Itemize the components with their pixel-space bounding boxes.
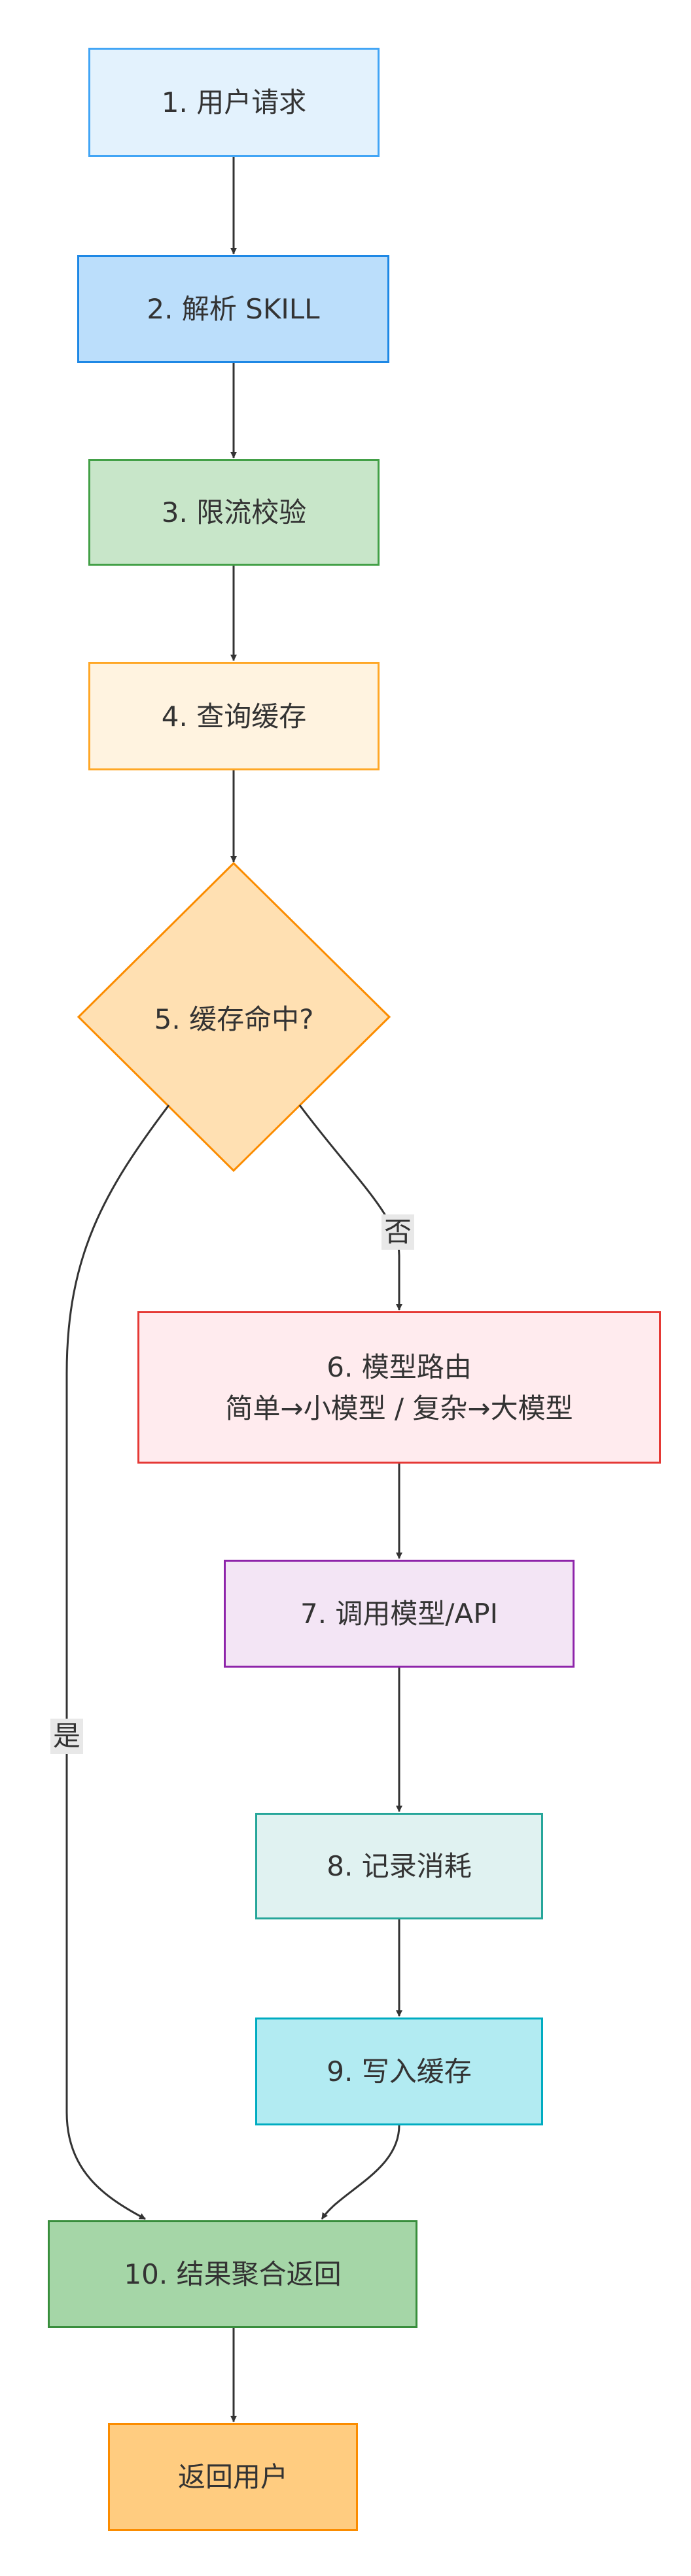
node-label-line: 4. 查询缓存 <box>161 700 307 732</box>
edge-n9-n10 <box>321 2125 400 2220</box>
node-label-line: 10. 结果聚合返回 <box>124 2258 342 2290</box>
node-label-line: 返回用户 <box>177 2461 288 2493</box>
node-label-line: 5. 缓存命中? <box>154 1003 314 1035</box>
node-return-to-user: 返回用户 <box>108 2423 358 2531</box>
node-label-line: 2. 解析 SKILL <box>147 293 320 325</box>
edge-n5-n10 <box>65 1105 170 2220</box>
node-label-line: 3. 限流校验 <box>161 496 307 528</box>
edge-label-yes: 是 <box>50 1719 84 1755</box>
node-record-usage: 8. 记录消耗 <box>255 1813 543 1919</box>
node-cache-hit-decision: 5. 缓存命中? <box>79 863 389 1171</box>
node-label-line: 简单→小模型 / 复杂→大模型 <box>225 1392 573 1424</box>
edge-label-no: 否 <box>381 1214 415 1250</box>
node-model-routing: 6. 模型路由 简单→小模型 / 复杂→大模型 <box>137 1311 661 1464</box>
node-rate-limit: 3. 限流校验 <box>88 459 380 566</box>
node-label-line: 7. 调用模型/API <box>300 1598 499 1630</box>
node-label-line: 9. 写入缓存 <box>327 2055 472 2087</box>
node-user-request: 1. 用户请求 <box>88 48 380 157</box>
decision-diamond-shape <box>77 861 391 1173</box>
node-aggregate-return: 10. 结果聚合返回 <box>48 2220 417 2328</box>
node-label-line: 1. 用户请求 <box>161 86 307 118</box>
node-label-line: 6. 模型路由 <box>327 1350 472 1383</box>
node-label-line: 8. 记录消耗 <box>327 1850 472 1882</box>
node-write-cache: 9. 写入缓存 <box>255 2018 543 2125</box>
node-query-cache: 4. 查询缓存 <box>88 662 380 770</box>
node-parse-skill: 2. 解析 SKILL <box>77 255 389 363</box>
node-call-model-api: 7. 调用模型/API <box>224 1560 575 1668</box>
